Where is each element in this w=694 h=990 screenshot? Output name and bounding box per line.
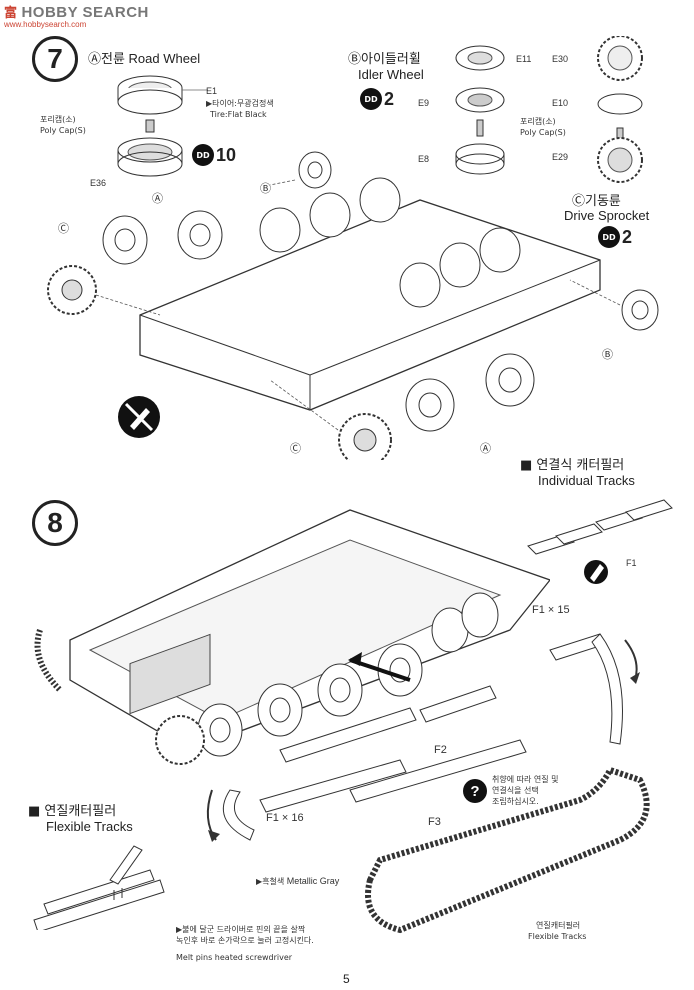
track-f2: F2 bbox=[434, 744, 447, 756]
idler-wheel-title-ko: Ⓑ아이들러휠 bbox=[348, 52, 421, 67]
choice-note: 취향에 따라 연질 및 연결식을 선택 조립하십시오. bbox=[492, 774, 559, 807]
part-e10: E10 bbox=[552, 98, 569, 108]
label-c-lower: Ⓒ bbox=[290, 442, 301, 455]
step-8-number: 8 bbox=[32, 500, 78, 546]
step8-hull-drawing bbox=[34, 509, 550, 765]
part-e30: E30 bbox=[552, 54, 569, 64]
drive-sprocket-title-ko: Ⓒ기동륜 bbox=[572, 194, 621, 209]
label-a-upper: Ⓐ bbox=[152, 192, 163, 205]
track-f3: F3 bbox=[428, 816, 441, 828]
individual-tracks-title-ko: ■ 연결식 캐터필러 bbox=[520, 458, 625, 473]
choice-note-line: 연결식을 선택 bbox=[492, 786, 539, 795]
road-wheel-diagram bbox=[117, 75, 208, 177]
part-e9: E9 bbox=[418, 98, 430, 108]
melt-pins-diagram bbox=[33, 845, 165, 930]
individual-tracks-diagram bbox=[527, 499, 673, 584]
drive-sprocket-title-en: Drive Sprocket bbox=[564, 208, 650, 223]
no-glue-icon bbox=[118, 396, 160, 438]
watermark-url: www.hobbysearch.com bbox=[4, 20, 87, 29]
idler-wheel-diagram bbox=[455, 45, 505, 175]
part-e1: E1 bbox=[206, 86, 218, 96]
page-number: 5 bbox=[343, 972, 350, 986]
melt-note-line: 녹인후 바로 손가락으로 눌러 고정시킨다. bbox=[176, 936, 314, 945]
watermark-logo: 富 bbox=[4, 6, 18, 21]
individual-part-f1: F1 bbox=[626, 558, 637, 568]
melt-note-en: Melt pins heated screwdriver bbox=[176, 953, 293, 962]
sprue-badge-icon: DD bbox=[192, 144, 214, 166]
part-e36: E36 bbox=[90, 178, 107, 188]
road-polycap-en: Poly Cap(S) bbox=[40, 126, 86, 135]
svg-text:?: ? bbox=[470, 783, 479, 800]
idler-wheel-count-value: 2 bbox=[384, 88, 395, 109]
label-a-lower: Ⓐ bbox=[480, 442, 491, 455]
drive-sprocket-count-value: 2 bbox=[622, 226, 633, 247]
sprue-badge-icon: DD bbox=[598, 226, 620, 248]
label-c-left: Ⓒ bbox=[58, 222, 69, 235]
track-layout-diagram bbox=[206, 633, 640, 842]
melt-note-line: ▶불에 달군 드라이버로 핀의 끝을 살짝 bbox=[176, 925, 306, 934]
flexible-label-en: Flexible Tracks bbox=[528, 932, 587, 941]
tire-note-ko: ▶타이어:무광검정색 bbox=[206, 99, 274, 108]
part-e11: E11 bbox=[516, 54, 532, 64]
label-b-right: Ⓑ bbox=[602, 348, 613, 361]
road-wheel-count: DD 10 bbox=[192, 144, 236, 166]
flexible-tracks-title-ko: ■ 연질캐터필러 bbox=[28, 804, 117, 819]
step7-hull-drawing: Ⓐ Ⓐ Ⓑ Ⓑ Ⓒ Ⓒ bbox=[47, 151, 659, 460]
melt-note: ▶불에 달군 드라이버로 핀의 끝을 살짝 녹인후 바로 손가락으로 눌러 고정… bbox=[176, 924, 314, 963]
color-note-ko: ▶흑철색 bbox=[256, 877, 285, 886]
road-wheel-title-ko: Ⓐ전륜 bbox=[88, 52, 125, 67]
idler-wheel-title: Ⓑ아이들러휠 Idler Wheel bbox=[348, 48, 424, 82]
idler-wheel-count: DD 2 bbox=[360, 88, 394, 110]
drive-sprocket-count: DD 2 bbox=[598, 226, 632, 248]
choice-note-line: 조립하십시오. bbox=[492, 797, 539, 806]
road-wheel-title: Ⓐ전륜 Road Wheel bbox=[88, 48, 200, 67]
sprocket-polycap-ko: 포리캡(소) bbox=[520, 117, 556, 126]
part-e8: E8 bbox=[418, 154, 430, 164]
sprocket-polycap-en: Poly Cap(S) bbox=[520, 128, 566, 137]
track-f1-bottom: F1 × 16 bbox=[266, 812, 304, 824]
question-icon: ? bbox=[463, 779, 487, 803]
tire-note-en: Tire:Flat Black bbox=[210, 110, 267, 119]
idler-wheel-title-en: Idler Wheel bbox=[358, 67, 424, 82]
flexible-track-loop bbox=[365, 766, 650, 934]
individual-tracks-title: ■ 연결식 캐터필러 Individual Tracks bbox=[520, 454, 635, 488]
part-e29: E29 bbox=[552, 152, 569, 162]
step-7-number: 7 bbox=[32, 36, 78, 82]
drive-sprocket-diagram bbox=[597, 36, 643, 183]
road-polycap-ko: 포리캡(소) bbox=[40, 115, 76, 124]
watermark: 富 HOBBY SEARCH bbox=[4, 2, 149, 22]
color-note: ▶흑철색 Metallic Gray bbox=[256, 876, 339, 887]
road-wheel-count-value: 10 bbox=[216, 144, 237, 165]
flexible-label-ko: 연질캐터필러 bbox=[536, 921, 581, 930]
choice-note-line: 취향에 따라 연질 및 bbox=[492, 775, 559, 784]
drive-sprocket-title: Ⓒ기동륜 bbox=[572, 190, 621, 209]
track-f1-top: F1 × 15 bbox=[532, 604, 570, 616]
color-note-en: Metallic Gray bbox=[286, 876, 340, 886]
flexible-tracks-title-en: Flexible Tracks bbox=[46, 819, 133, 834]
road-wheel-title-en: Road Wheel bbox=[128, 51, 201, 66]
watermark-search: HOBBY SEARCH bbox=[21, 4, 149, 21]
flexible-tracks-title: ■ 연질캐터필러 Flexible Tracks bbox=[28, 800, 133, 834]
individual-tracks-title-en: Individual Tracks bbox=[538, 473, 635, 488]
label-b-upper: Ⓑ bbox=[260, 182, 271, 195]
sprue-badge-icon: DD bbox=[360, 88, 382, 110]
